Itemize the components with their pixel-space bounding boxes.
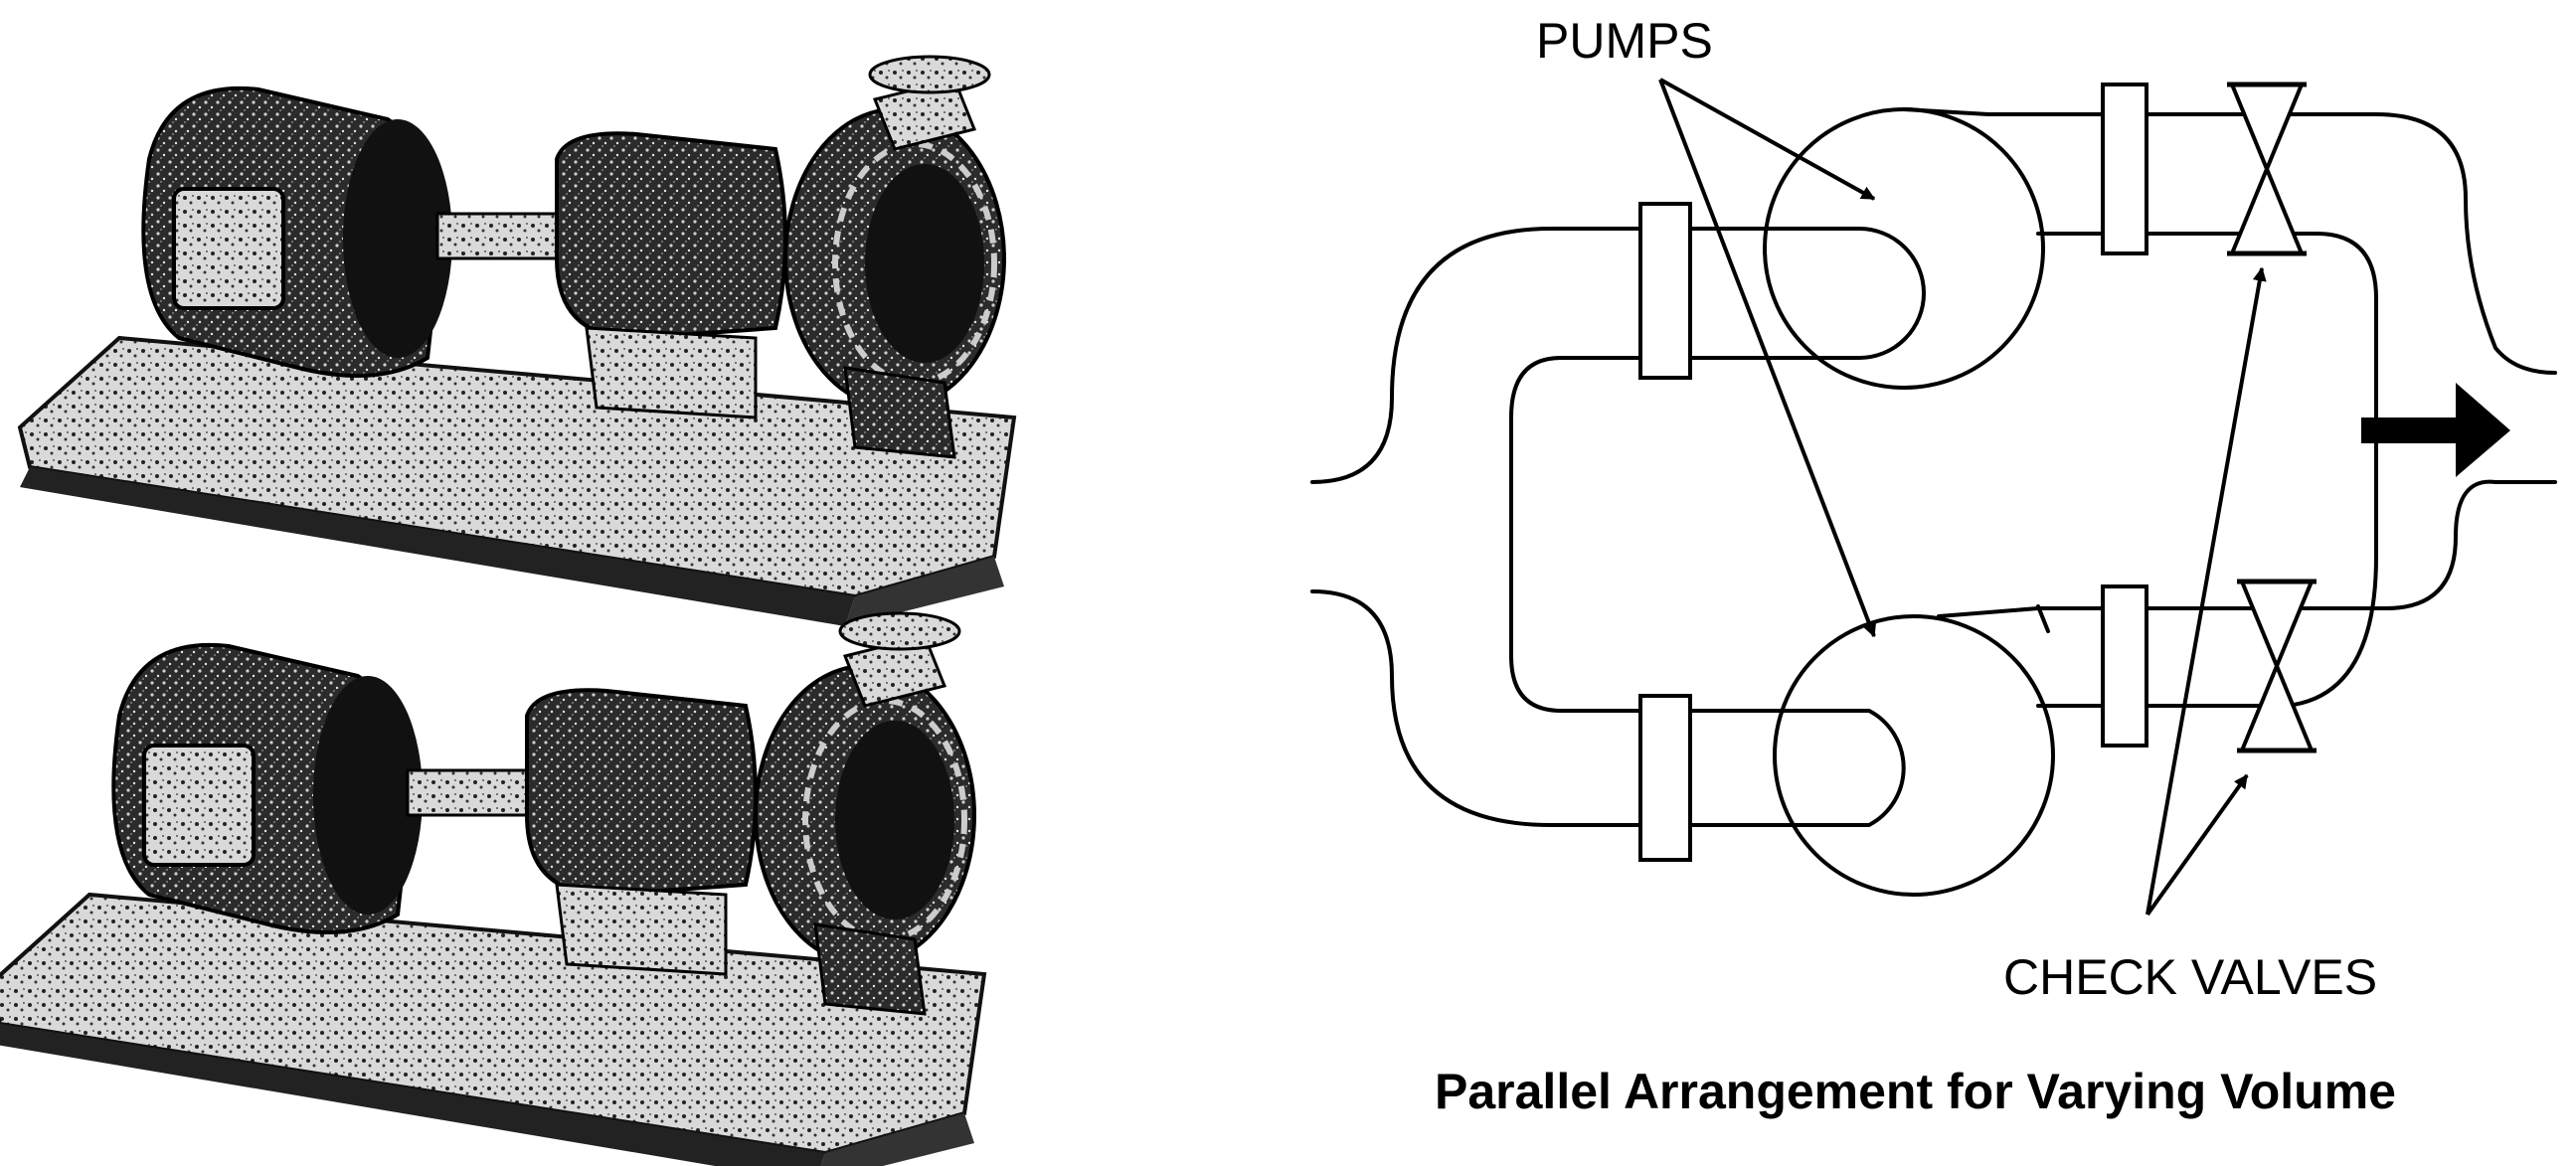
- discharge-flange-bottom: [2101, 584, 2148, 748]
- pump-leader-1: [1659, 78, 1876, 201]
- check-valve-top: [2227, 82, 2307, 256]
- discharge-flange-top: [2101, 83, 2148, 255]
- figure-caption: Parallel Arrangement for Varying Volume: [1435, 1064, 2396, 1119]
- pump-motor-illustration-top: [20, 57, 1014, 626]
- discharge-pipe-bottom-inner: [2036, 604, 2050, 633]
- pump-1-symbol: [1638, 107, 2045, 390]
- valve-leader-1: [2146, 266, 2267, 916]
- discharge-pipe-top-inner: [2036, 232, 2378, 708]
- inlet-pipe-top: [1310, 227, 1652, 484]
- inlet-pipe-bottom: [1310, 589, 1652, 827]
- valve-leader-2: [2146, 773, 2249, 916]
- discharge-pipe-top-outer: [1902, 107, 2557, 375]
- manifold-inner: [1509, 356, 1652, 713]
- flow-direction-arrow: [2361, 383, 2510, 477]
- check-valve-bottom: [2237, 579, 2317, 753]
- pump-motor-illustration-bottom: [0, 613, 984, 1166]
- pump-leader-2: [1658, 79, 1877, 638]
- pump-2-symbol: [1638, 614, 2055, 897]
- discharge-pipe-bottom-outer: [1937, 479, 2557, 618]
- label-check-valves: CHECK VALVES: [2003, 949, 2377, 1005]
- label-pumps: PUMPS: [1536, 13, 1713, 69]
- parallel-schematic: [1310, 78, 2557, 916]
